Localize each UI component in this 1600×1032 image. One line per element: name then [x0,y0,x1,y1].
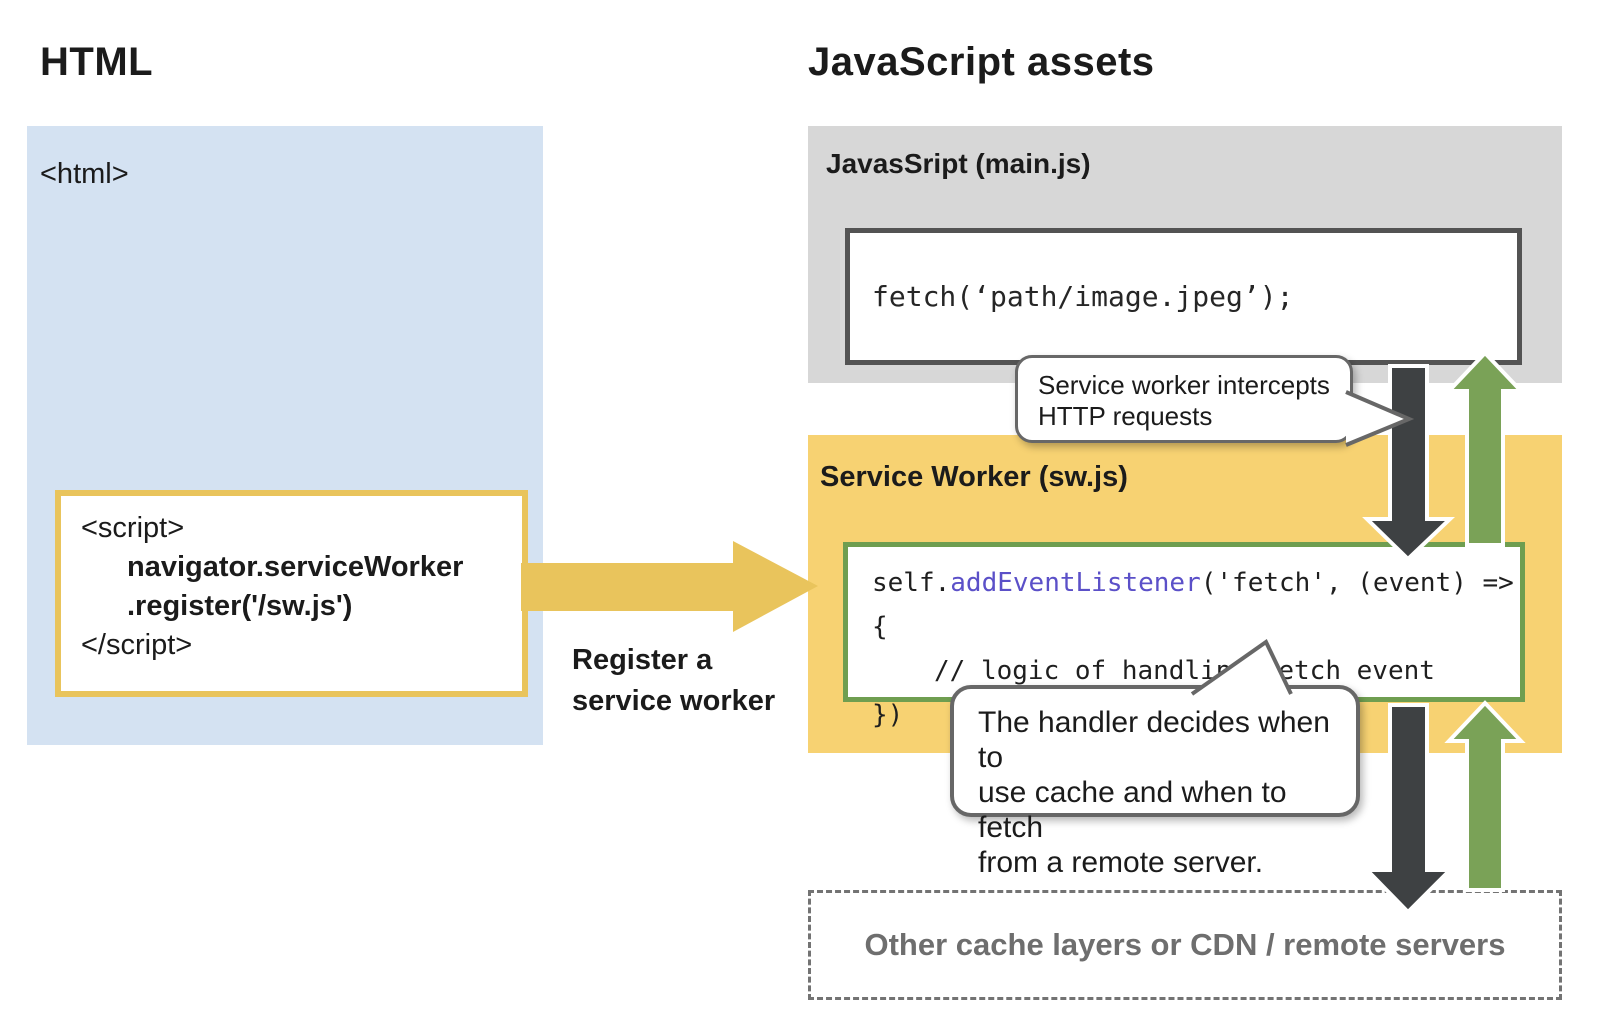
fetch-code-box: fetch(‘path/image.jpeg’); [845,228,1522,365]
sw-code-box: self.addEventListener('fetch', (event) =… [843,542,1525,730]
intercept-callout-line2: HTTP requests [1038,401,1213,431]
register-arrow-label: Register a service worker [572,640,775,722]
handler-callout-line1: The handler decides when to [978,706,1330,774]
handler-callout-bubble: The handler decides when to use cache an… [950,685,1360,879]
handler-callout-line2: use cache and when to fetch [978,776,1287,844]
service-worker-panel-title: Service Worker (sw.js) [820,461,1128,493]
fetch-code-line: fetch(‘path/image.jpeg’); [872,280,1294,313]
register-label-line1: Register a [572,644,713,676]
handler-callout-line3: from a remote server. [978,846,1264,879]
code-self: self. [872,568,951,598]
code-line: navigator.serviceWorker [127,551,464,583]
code-comment-line: // logic of handling fetch event [934,656,1435,686]
register-arrow [521,541,818,632]
intercept-callout-line1: Service worker intercepts [1038,370,1330,400]
cache-layers-label: Other cache layers or CDN / remote serve… [864,927,1506,962]
code-args: ('fetch', (event) => { [872,568,1514,642]
code-line: .register('/sw.js') [127,590,353,622]
html-tag-label: <html> [40,158,129,190]
cache-layers-panel: Other cache layers or CDN / remote serve… [808,890,1562,1000]
register-script-code-box: <script> navigator.serviceWorker .regist… [55,490,528,697]
html-section-heading: HTML [40,40,154,84]
intercept-callout-bubble: Service worker intercepts HTTP requests [1015,355,1353,443]
code-line: self.addEventListener('fetch', (event) =… [872,561,1520,649]
javascript-assets-heading: JavaScript assets [808,40,1155,84]
code-line: <script> [81,512,185,544]
code-keyword: addEventListener [950,568,1201,598]
code-line: </script> [81,629,193,661]
code-close-line: }) [872,700,904,730]
register-label-line2: service worker [572,685,776,717]
mainjs-panel-title: JavasSript (main.js) [826,148,1091,179]
